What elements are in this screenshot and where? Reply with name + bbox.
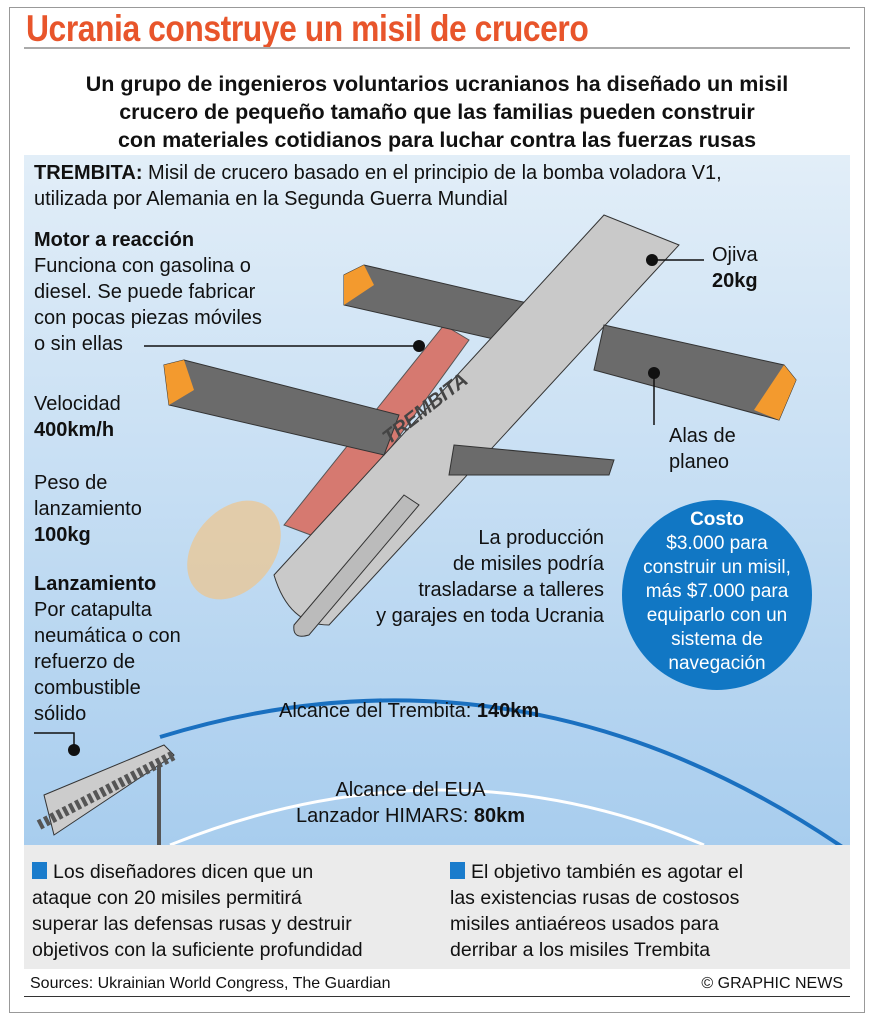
subtitle: Un grupo de ingenieros voluntarios ucran… — [24, 70, 850, 154]
tail-wing — [448, 444, 615, 476]
missile-illustration: TREMBITA — [34, 214, 843, 845]
trembita-range-arc — [159, 698, 843, 845]
credit: © GRAPHIC NEWS — [701, 975, 843, 992]
diagram-panel: TREMBITA TREMBITA: Misil de crucero basa… — [24, 155, 850, 845]
subtitle-line: Un grupo de ingenieros voluntarios ucran… — [85, 72, 789, 96]
left-wing — [163, 359, 400, 456]
title-divider — [24, 47, 850, 49]
footer-divider — [24, 996, 850, 997]
himars-range-arc — [169, 788, 705, 845]
intro-text: TREMBITA: Misil de crucero basado en el … — [34, 162, 722, 210]
subtitle-line: crucero de pequeño tamaño que las famili… — [119, 100, 755, 124]
page-title: Ucrania construye un misil de crucero — [26, 8, 589, 49]
bullet-square-icon — [450, 862, 465, 879]
sources: Sources: Ukrainian World Congress, The G… — [30, 975, 391, 992]
exhaust-flame — [187, 500, 281, 600]
trembita-range-label: Alcance del Trembita: 140km — [279, 700, 540, 722]
launch-rail — [36, 750, 177, 830]
subtitle-line: con materiales cotidianos para luchar co… — [117, 128, 757, 152]
callout-dots — [68, 254, 660, 756]
bullet-square-icon — [32, 862, 47, 879]
booster — [293, 494, 420, 637]
